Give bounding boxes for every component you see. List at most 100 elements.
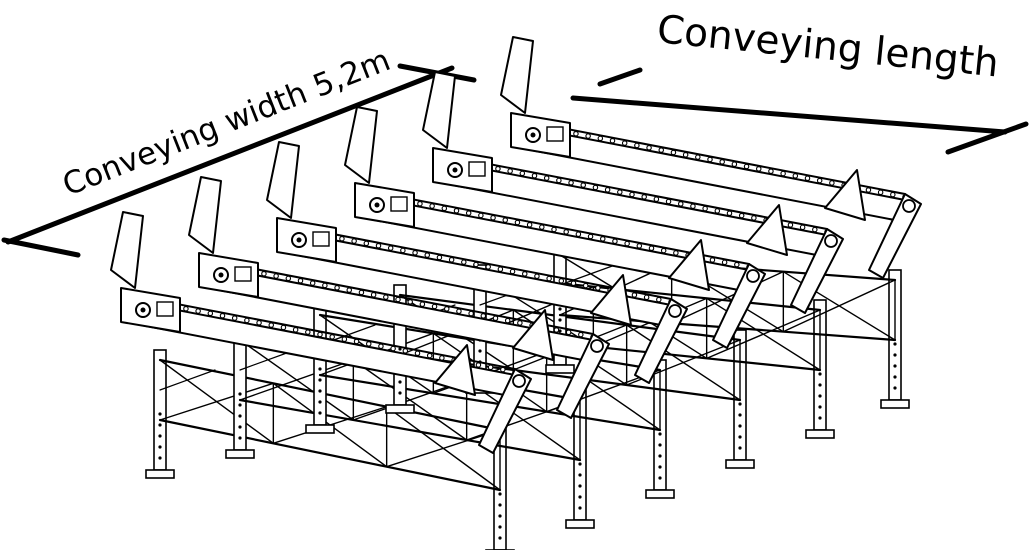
chain-link [558, 278, 565, 284]
chain-link [500, 366, 506, 373]
chain-top [280, 223, 672, 300]
leg-adjust-hole [558, 318, 562, 322]
chain-link [502, 217, 508, 223]
width-label: Conveying width 5,2m [58, 42, 396, 203]
chain-link [890, 191, 896, 198]
chain-link [787, 222, 794, 228]
leg-adjust-hole [238, 436, 242, 440]
chain-link [358, 289, 365, 296]
leg-adjust-hole [158, 412, 162, 416]
chain-link [480, 313, 487, 319]
width-dimension-line [5, 65, 455, 245]
leg-adjust-hole [738, 435, 742, 439]
chain-link [721, 259, 728, 266]
tail-return-bracket [712, 263, 766, 349]
chain-link [402, 348, 409, 354]
leg-adjust-hole [498, 503, 502, 507]
conveyor-strand [344, 106, 766, 349]
conveyor-strand [110, 211, 532, 454]
chain-link [261, 270, 267, 277]
leg-foot-plate [145, 469, 175, 479]
chain-link [556, 177, 562, 184]
chain-link [292, 327, 299, 333]
chain-link [387, 245, 394, 251]
chain-link [658, 147, 664, 153]
chain-link [509, 268, 516, 275]
leg-adjust-hole [578, 484, 582, 488]
frame-cross-brace [670, 270, 785, 325]
chain-link [453, 208, 460, 214]
chain-link [682, 152, 689, 158]
leg-adjust-hole [738, 446, 742, 450]
tail-sprocket [512, 374, 526, 388]
chain-link [546, 275, 552, 282]
chain-link [829, 180, 835, 186]
chain-link [865, 187, 872, 193]
leg-adjust-hole [318, 400, 322, 404]
chain-link [429, 203, 435, 209]
chain-link [643, 294, 650, 301]
leg-foot-plate [565, 519, 595, 529]
chain-link [673, 250, 679, 256]
guide-fin [188, 176, 222, 254]
chain-link [461, 259, 467, 265]
leg-foot-plate [385, 404, 415, 414]
leg-adjust-hole [818, 405, 822, 409]
guide-fin [266, 141, 300, 219]
leg-adjust-hole [738, 402, 742, 406]
chain-link [400, 247, 406, 254]
frame-cross-brace [159, 382, 275, 421]
chain-link [539, 224, 545, 230]
leg-adjust-hole [893, 375, 897, 379]
chain-link [378, 343, 384, 349]
leg-foot-plate [645, 489, 675, 499]
width-dimension-tick-left [1, 237, 81, 258]
gusset-plate [668, 239, 710, 291]
chain-link [670, 149, 677, 156]
leg-adjust-hole [498, 525, 502, 529]
gearbox-block [546, 126, 564, 142]
chain-link [322, 282, 328, 289]
chain-link [660, 247, 667, 254]
chain-link [507, 168, 513, 174]
chain-link [755, 166, 762, 172]
chain-link [365, 341, 372, 347]
chain-link [517, 320, 523, 326]
chain-link [816, 177, 823, 184]
chain-link [256, 320, 262, 326]
chain-link [495, 165, 501, 172]
chain-link [317, 331, 323, 338]
chain-top [124, 293, 516, 370]
length-dimension-tick-left [597, 67, 643, 87]
chain-link [714, 208, 721, 214]
leg-adjust-hole [238, 392, 242, 396]
chain-link [490, 215, 496, 221]
leg-adjust-hole [238, 414, 242, 418]
leg-adjust-hole [818, 383, 822, 387]
frame-bottom-rail [158, 418, 502, 492]
chain-link [543, 175, 550, 181]
chain-link [305, 329, 311, 335]
chain-link [624, 240, 630, 247]
leg-post [153, 349, 167, 471]
leg-adjust-hole [818, 372, 822, 376]
drive-shaft [530, 132, 536, 138]
chain-link [595, 285, 601, 291]
chain-link [599, 236, 606, 242]
leg-adjust-hole [318, 378, 322, 382]
chain-link [341, 336, 348, 342]
chain-link [419, 301, 426, 307]
chain-link [526, 222, 533, 228]
chain-link [534, 273, 540, 279]
guide-fin [110, 211, 144, 289]
leg-foot-plate [725, 459, 755, 469]
chain-link [702, 205, 708, 212]
frame-top-rail [158, 358, 502, 432]
chain-link [329, 334, 335, 340]
gearbox-block [390, 196, 408, 212]
chain-link [412, 250, 418, 256]
chain-link [573, 130, 579, 137]
gusset-plate [512, 309, 554, 361]
chain-link [582, 282, 589, 289]
tail-return-bracket [634, 298, 688, 384]
